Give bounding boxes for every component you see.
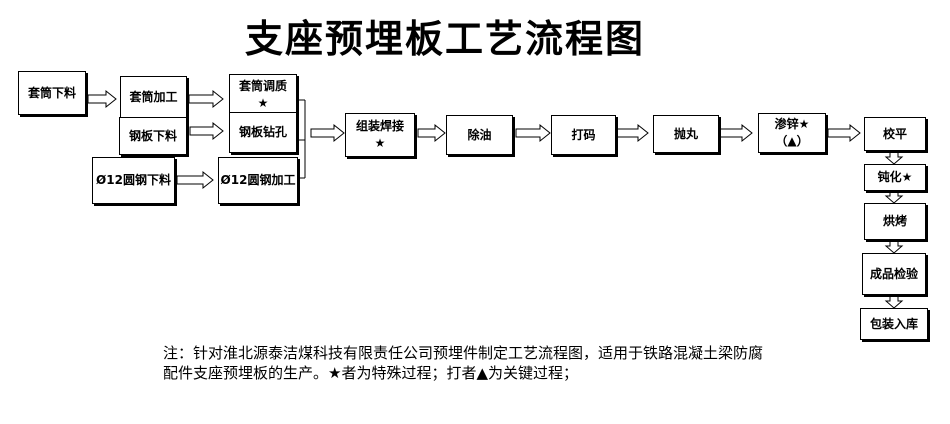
step-assembly-welding: 组装焊接 ★ <box>345 113 415 157</box>
footnote-line-2: 配件支座预埋板的生产。★者为特殊过程；打者▲为关键过程； <box>163 364 578 382</box>
page-title: 支座预埋板工艺流程图 <box>244 17 645 61</box>
arrow-s16-s17 <box>884 294 904 309</box>
arrow-s11-s12 <box>719 123 753 143</box>
footnote-line-1: 注：针对淮北源泰洁煤科技有限责任公司预埋件制定工艺流程图，适用于铁路混凝土梁防腐 <box>163 344 764 362</box>
arrow-s9-s10 <box>515 123 551 143</box>
step-sleeve-machining: 套筒加工 <box>120 76 187 119</box>
arrow-s15-s16 <box>884 239 904 254</box>
arrow-s10-s11 <box>616 123 649 143</box>
step-rod-machining: Ø12圆钢加工 <box>218 157 298 204</box>
step-degreasing: 除油 <box>446 115 513 155</box>
arrow-s6-s7 <box>176 170 214 190</box>
step-plate-cutting: 钢板下料 <box>119 117 187 155</box>
step-packing-storage: 包装入库 <box>860 308 928 340</box>
arrow-s13-s14 <box>884 150 904 165</box>
step-shot-blasting: 抛丸 <box>653 115 719 153</box>
step-sleeve-cutting: 套筒下料 <box>18 71 86 115</box>
step-rod-cutting: Ø12圆钢下料 <box>92 157 175 204</box>
arrow-s2-s3 <box>188 89 224 109</box>
step-final-inspection: 成品检验 <box>862 253 926 295</box>
step-leveling: 校平 <box>864 117 926 151</box>
arrow-s4-s5 <box>189 121 224 141</box>
step-zinc-diffusion: 渗锌★ （▲） <box>758 113 826 153</box>
step-marking: 打码 <box>551 115 616 155</box>
step-plate-drilling: 钢板钻孔 <box>229 112 297 153</box>
arrow-s8-s9 <box>417 123 446 143</box>
arrow-merge-s8 <box>310 123 345 143</box>
step-baking: 烘烤 <box>864 203 926 240</box>
arrow-s14-s15 <box>884 189 904 204</box>
step-sleeve-tempering: 套筒调质 ★ <box>229 74 297 115</box>
arrow-s1-s2 <box>87 89 117 109</box>
arrow-s12-s13 <box>827 123 861 143</box>
step-passivation: 钝化★ <box>864 164 926 191</box>
footnote: 注：针对淮北源泰洁煤科技有限责任公司预埋件制定工艺流程图，适用于铁路混凝土梁防腐… <box>163 343 863 383</box>
